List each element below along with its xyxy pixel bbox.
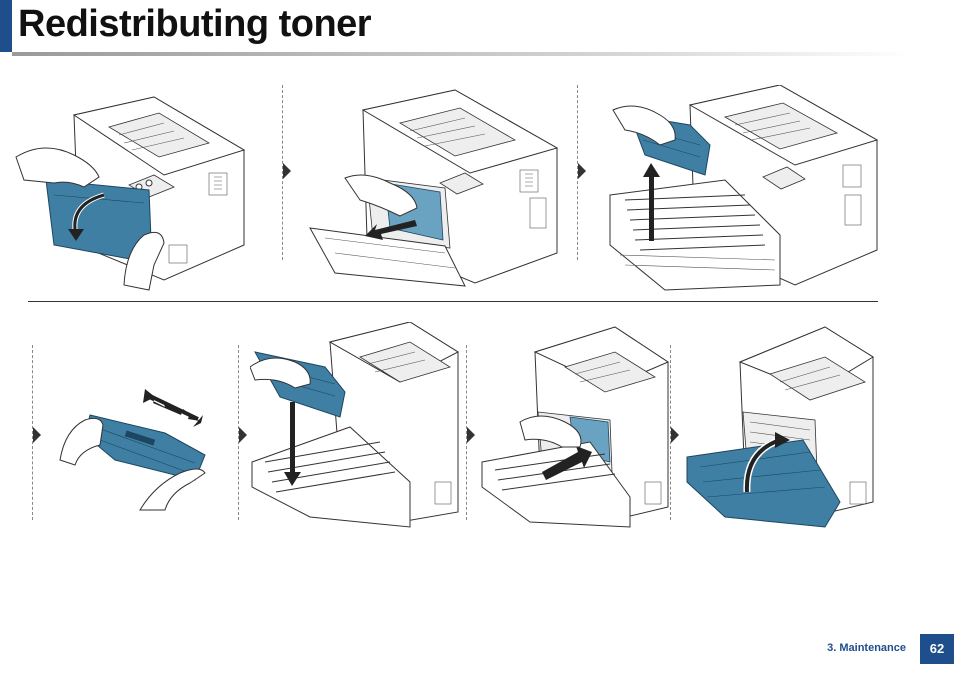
title-accent-bar [0, 0, 12, 52]
insert-toner-cartridge-icon [250, 322, 460, 532]
footer-section-label: 3. Maintenance [827, 642, 906, 654]
step-6-illustration [480, 322, 670, 532]
next-step-arrow-icon [239, 427, 247, 443]
step-5-illustration [250, 322, 460, 532]
next-step-arrow-icon [671, 427, 679, 443]
close-front-cover-icon [685, 322, 875, 532]
step-4-illustration [55, 385, 220, 515]
next-step-arrow-icon [467, 427, 475, 443]
printer-open-front-cover-icon [14, 95, 249, 295]
next-step-arrow-icon [283, 163, 291, 179]
push-toner-tray-in-icon [480, 322, 670, 532]
printer-lift-toner-cartridge-icon [605, 85, 880, 295]
shake-toner-cartridge-icon [55, 385, 220, 515]
next-step-arrow-icon [33, 427, 41, 443]
page-title: Redistributing toner [18, 0, 371, 50]
step-7-illustration [685, 322, 875, 532]
page-number-badge: 62 [920, 634, 954, 664]
step-2-illustration [305, 88, 560, 298]
step-3-illustration [605, 85, 880, 295]
title-underline [12, 52, 912, 56]
row-divider [28, 301, 878, 302]
printer-pull-toner-handle-icon [305, 88, 560, 298]
next-step-arrow-icon [578, 163, 586, 179]
step-1-illustration [14, 95, 249, 295]
